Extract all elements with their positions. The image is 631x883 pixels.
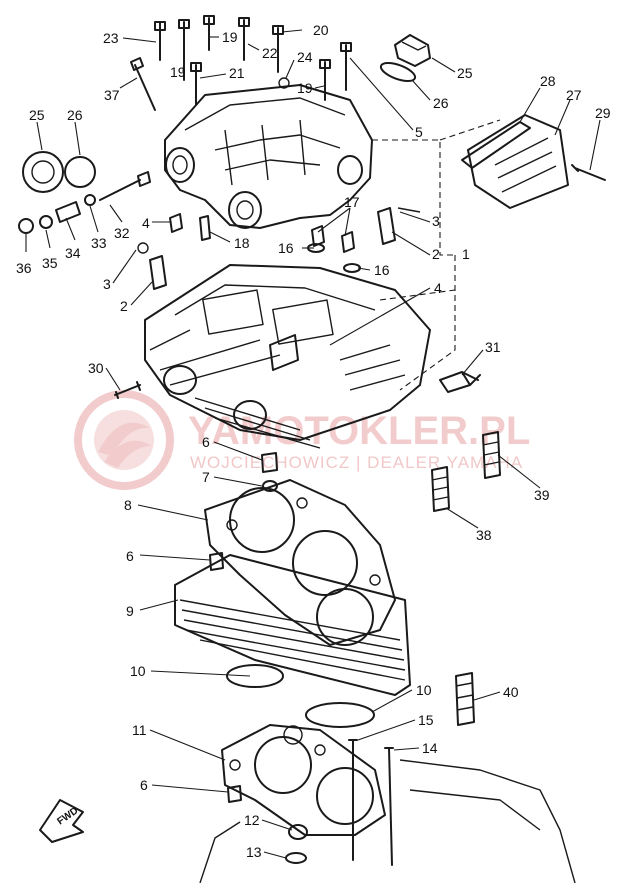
cylinder-block <box>174 554 411 728</box>
callout-19: 19 <box>297 80 313 96</box>
callout-labels: 23 19 22 20 24 19 21 19 37 25 26 5 28 27… <box>16 22 611 860</box>
leader-lines <box>25 29 601 859</box>
callout-30: 30 <box>88 360 104 376</box>
long-studs <box>348 739 394 866</box>
oil-filler-cap <box>379 34 431 83</box>
callout-26: 26 <box>67 107 83 123</box>
callout-35: 35 <box>42 255 58 271</box>
callout-1: 1 <box>462 246 470 262</box>
callout-3: 3 <box>432 213 440 229</box>
watermark: YAMOTOKLER.PL WOJCIECHOWICZ | DEALER YAM… <box>74 390 530 490</box>
callout-17: 17 <box>344 194 360 210</box>
head-gasket <box>204 479 396 646</box>
callout-39: 39 <box>534 487 550 503</box>
callout-5: 5 <box>415 124 423 140</box>
callout-20: 20 <box>313 22 329 38</box>
small-hardware <box>18 171 151 234</box>
callout-16: 16 <box>374 262 390 278</box>
callout-2: 2 <box>432 246 440 262</box>
callout-6: 6 <box>140 777 148 793</box>
callout-16: 16 <box>278 240 294 256</box>
callout-6: 6 <box>126 548 134 564</box>
callout-40: 40 <box>503 684 519 700</box>
callout-22: 22 <box>262 45 278 61</box>
callout-7: 7 <box>202 469 210 485</box>
callout-4: 4 <box>142 215 150 231</box>
cover-bolts <box>130 15 352 111</box>
crankcase <box>199 759 576 883</box>
watermark-subtitle: WOJCIECHOWICZ | DEALER YAMAHA <box>190 453 523 472</box>
cylinder-head <box>144 264 431 449</box>
callout-24: 24 <box>297 49 313 65</box>
callout-11: 11 <box>132 722 147 738</box>
callout-21: 21 <box>229 65 245 81</box>
sensor-and-stud <box>114 371 481 399</box>
base-gasket <box>221 724 386 836</box>
callout-2: 2 <box>120 298 128 314</box>
callout-37: 37 <box>104 87 120 103</box>
watermark-title: YAMOTOKLER.PL <box>188 409 530 453</box>
callout-25: 25 <box>457 65 473 81</box>
callout-13: 13 <box>246 844 262 860</box>
callout-6: 6 <box>202 434 210 450</box>
callout-28: 28 <box>540 73 556 89</box>
callout-19: 19 <box>222 29 238 45</box>
side-cap <box>22 151 96 193</box>
callout-27: 27 <box>566 87 582 103</box>
stud-sleeves <box>431 431 501 726</box>
callout-38: 38 <box>476 527 492 543</box>
callout-18: 18 <box>234 235 250 251</box>
head-cover <box>164 84 373 229</box>
callout-3: 3 <box>103 276 111 292</box>
callout-19: 19 <box>170 64 186 80</box>
callout-23: 23 <box>103 30 119 46</box>
watermark-logo <box>74 390 174 490</box>
callout-26: 26 <box>433 95 449 111</box>
callout-31: 31 <box>485 339 501 355</box>
callout-33: 33 <box>91 235 107 251</box>
callout-32: 32 <box>114 225 130 241</box>
fwd-arrow-icon: FWD <box>39 799 84 843</box>
callout-34: 34 <box>65 245 81 261</box>
callout-14: 14 <box>422 740 438 756</box>
tappets <box>137 207 421 290</box>
callout-8: 8 <box>124 497 132 513</box>
callout-36: 36 <box>16 260 32 276</box>
callout-25: 25 <box>29 107 45 123</box>
callout-4: 4 <box>434 280 442 296</box>
callout-10: 10 <box>416 682 432 698</box>
callout-15: 15 <box>418 712 434 728</box>
tappet-cover <box>461 114 606 209</box>
callout-10: 10 <box>130 663 146 679</box>
callout-12: 12 <box>244 812 260 828</box>
callout-9: 9 <box>126 603 134 619</box>
callout-29: 29 <box>595 105 611 121</box>
